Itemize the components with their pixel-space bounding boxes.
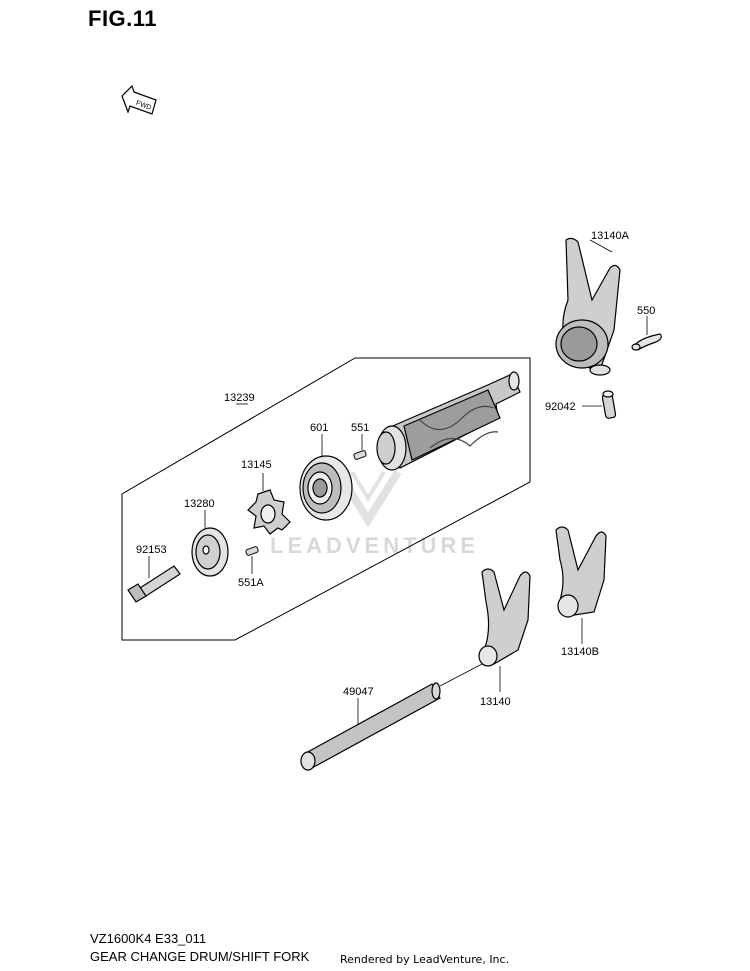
diagram-title: GEAR CHANGE DRUM/SHIFT FORK [90, 949, 310, 964]
label-13280: 13280 [184, 498, 215, 510]
rendered-by-credit: Rendered by LeadVenture, Inc. [340, 953, 510, 966]
shaft-49047 [300, 682, 441, 771]
label-92042: 92042 [545, 401, 576, 413]
pin-551A [245, 546, 259, 556]
bearing-601 [299, 455, 353, 521]
pin-92042 [601, 390, 617, 419]
label-49047: 49047 [343, 686, 374, 698]
figure-title: FIG.11 [88, 6, 158, 31]
fwd-arrow-icon: FWD [121, 84, 157, 115]
label-13239: 13239 [224, 392, 255, 404]
cam-13145 [247, 489, 291, 535]
shift-fork-13140 [478, 568, 531, 667]
label-13140: 13140 [480, 696, 511, 708]
label-601: 601 [310, 422, 328, 434]
label-13140B: 13140B [561, 646, 599, 658]
clip-550 [631, 333, 662, 351]
plate-13280 [191, 527, 229, 577]
label-551: 551 [351, 422, 369, 434]
shift-drum [376, 371, 521, 471]
label-551A: 551A [238, 577, 264, 589]
pin-551 [353, 450, 367, 460]
model-code: VZ1600K4 E33_011 [90, 931, 207, 946]
watermark: LEADVENTURE [270, 469, 479, 558]
bolt-92153 [127, 565, 181, 603]
shift-fork-13140A [555, 237, 621, 376]
label-13145: 13145 [241, 459, 272, 471]
label-550: 550 [637, 305, 655, 317]
assembly-outline [121, 357, 531, 641]
shift-fork-13140B [555, 526, 607, 618]
label-92153: 92153 [136, 544, 167, 556]
watermark-text: LEADVENTURE [270, 533, 479, 558]
label-13140A: 13140A [591, 230, 630, 242]
